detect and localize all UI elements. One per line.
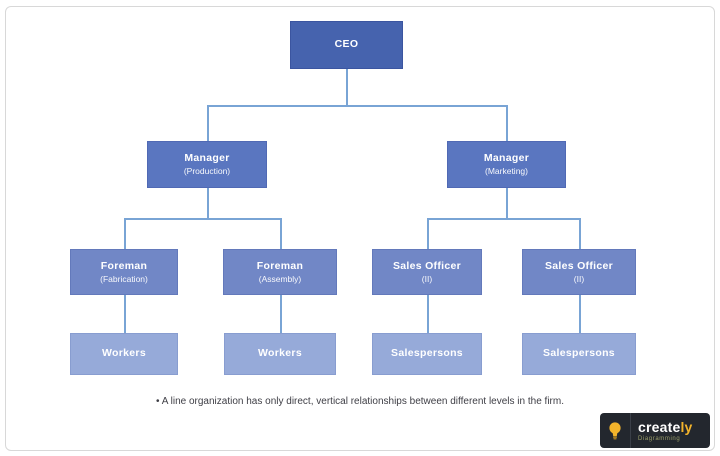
lightbulb-icon	[600, 413, 631, 448]
org-node-manager-production: Manager (Production)	[147, 141, 267, 188]
node-subtitle: (Fabrication)	[100, 273, 148, 284]
brand-tagline: Diagramming	[638, 435, 681, 442]
connector-line	[280, 218, 282, 249]
note-bullet: •	[155, 396, 160, 407]
node-title: Foreman	[256, 259, 304, 272]
connector-line	[506, 188, 508, 218]
node-title: Manager	[184, 152, 230, 165]
node-subtitle: (II)	[573, 273, 585, 284]
brand-name-accent: ly	[680, 418, 693, 435]
node-title: Salespersons	[543, 347, 615, 360]
org-node-salespersons-left: Salespersons	[372, 333, 482, 375]
node-title: CEO	[334, 38, 359, 51]
org-node-workers-left: Workers	[70, 333, 178, 375]
org-node-workers-right: Workers	[224, 333, 336, 375]
connector-line	[124, 295, 126, 333]
org-node-manager-marketing: Manager (Marketing)	[447, 141, 566, 188]
connector-line	[579, 218, 581, 249]
node-title: Salespersons	[391, 347, 463, 360]
org-node-salespersons-right: Salespersons	[522, 333, 636, 375]
connector-line	[207, 188, 209, 218]
org-node-sales-officer-right: Sales Officer (II)	[522, 249, 636, 295]
connector-line	[207, 105, 209, 141]
connector-line	[207, 105, 507, 107]
org-node-sales-officer-left: Sales Officer (II)	[372, 249, 482, 295]
creately-brand-text: creately Diagramming	[631, 420, 710, 442]
node-title: Sales Officer	[544, 259, 614, 272]
connector-line	[427, 218, 429, 249]
brand-name-primary: create	[638, 418, 681, 435]
node-subtitle: (Assembly)	[258, 273, 302, 284]
node-title: Workers	[102, 347, 146, 360]
node-title: Manager	[483, 152, 530, 165]
connector-line	[427, 295, 429, 333]
connector-line	[280, 295, 282, 333]
canvas-border	[5, 6, 715, 451]
connector-line	[124, 218, 281, 220]
node-title: Sales Officer	[392, 259, 462, 272]
note-text: A line organization has only direct, ver…	[161, 396, 564, 407]
org-node-foreman-assembly: Foreman (Assembly)	[223, 249, 337, 295]
connector-line	[579, 295, 581, 333]
diagram-note: • A line organization has only direct, v…	[0, 396, 720, 407]
connector-line	[346, 69, 348, 105]
connector-line	[506, 105, 508, 141]
creately-logo-badge[interactable]: creately Diagramming	[600, 413, 710, 448]
node-title: Workers	[258, 347, 302, 360]
brand-name: creately	[638, 420, 693, 434]
org-node-ceo: CEO	[290, 21, 403, 69]
node-subtitle: (Production)	[183, 166, 231, 177]
org-node-foreman-fabrication: Foreman (Fabrication)	[70, 249, 178, 295]
node-subtitle: (Marketing)	[485, 166, 528, 177]
connector-line	[124, 218, 126, 249]
connector-line	[427, 218, 580, 220]
node-subtitle: (II)	[421, 273, 433, 284]
node-title: Foreman	[100, 259, 148, 272]
